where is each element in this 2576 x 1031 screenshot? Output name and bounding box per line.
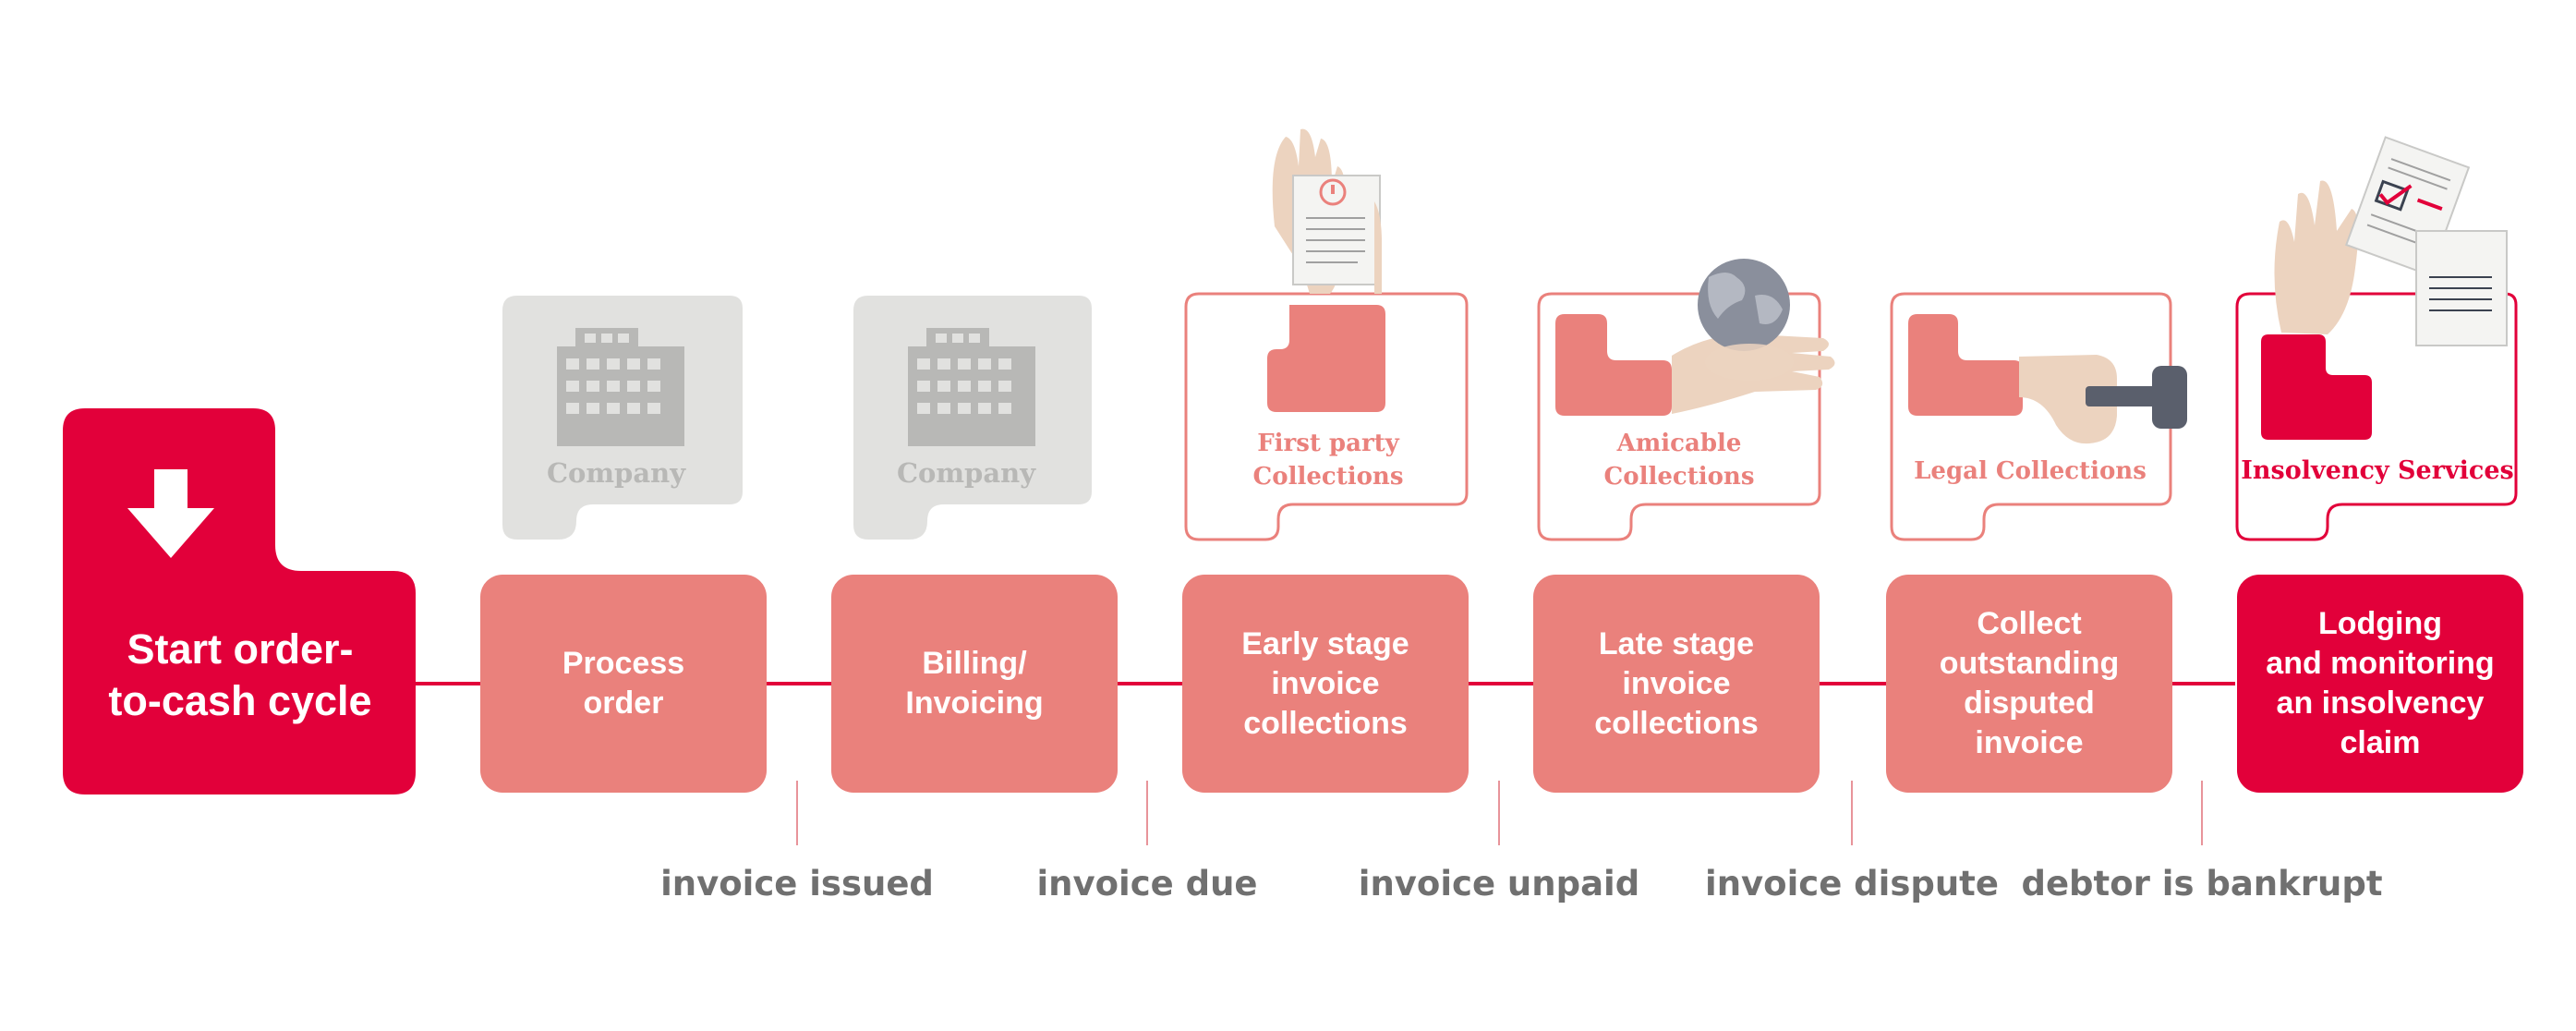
event-invoice-unpaid: invoice unpaid bbox=[1358, 864, 1640, 904]
start-block bbox=[63, 408, 416, 794]
company-label-1: Company bbox=[547, 457, 686, 489]
company-card-2 bbox=[853, 296, 1092, 540]
step-label: Early stage invoice collections bbox=[1241, 625, 1409, 741]
step-label: Process order bbox=[562, 646, 685, 721]
event-invoice-due: invoice due bbox=[1036, 864, 1258, 904]
service-card-insolvency bbox=[2235, 136, 2518, 541]
service-card-first-party bbox=[1184, 128, 1469, 541]
step-label: Billing/ Invoicing bbox=[905, 646, 1044, 721]
gavel-hand-icon bbox=[2019, 355, 2187, 444]
event-tick bbox=[1498, 781, 1500, 845]
company-label-2: Company bbox=[897, 457, 1036, 489]
hand-documents-icon bbox=[2274, 136, 2508, 346]
event-invoice-dispute: invoice dispute bbox=[1705, 864, 1999, 904]
service-block-4 bbox=[2261, 334, 2372, 440]
service-label-2-line2: Collections bbox=[1604, 463, 1755, 491]
service-block-3 bbox=[1908, 314, 2023, 416]
step-late-stage-collections: Late stage invoice collections bbox=[1533, 575, 1820, 793]
service-card-amicable bbox=[1537, 259, 1835, 541]
event-tick bbox=[2201, 781, 2203, 845]
service-card-legal bbox=[1890, 292, 2187, 541]
step-insolvency-claim: Lodging and monitoring an insolvency cla… bbox=[2237, 575, 2523, 793]
step-label: Lodging and monitoring an insolvency cla… bbox=[2266, 606, 2495, 760]
service-block-1 bbox=[1267, 305, 1385, 412]
service-label-1-line2: Collections bbox=[1253, 463, 1404, 491]
event-tick bbox=[1851, 781, 1853, 845]
company-card-1 bbox=[502, 296, 743, 540]
hand-document-icon bbox=[1272, 128, 1382, 294]
service-label-2-line1: Amicable bbox=[1616, 430, 1742, 457]
step-label: Collect outstanding disputed invoice bbox=[1939, 606, 2120, 760]
event-tick bbox=[1146, 781, 1148, 845]
event-debtor-bankrupt: debtor is bankrupt bbox=[2021, 864, 2383, 904]
step-process-order: Process order bbox=[480, 575, 767, 793]
step-early-stage-collections: Early stage invoice collections bbox=[1182, 575, 1469, 793]
service-block-2 bbox=[1555, 314, 1672, 416]
globe-hand-icon bbox=[1672, 259, 1835, 414]
step-label: Late stage invoice collections bbox=[1594, 625, 1759, 741]
service-label-4-line1: Insolvency Services bbox=[2241, 456, 2513, 485]
step-billing-invoicing: Billing/ Invoicing bbox=[831, 575, 1118, 793]
start-label: Start order- to-cash cycle bbox=[108, 625, 372, 724]
down-arrow-icon bbox=[127, 469, 214, 558]
service-label-3-line1: Legal Collections bbox=[1914, 457, 2147, 485]
event-invoice-issued: invoice issued bbox=[660, 864, 934, 904]
step-collect-disputed: Collect outstanding disputed invoice bbox=[1886, 575, 2172, 793]
event-tick bbox=[796, 781, 798, 845]
service-label-1-line1: First party bbox=[1257, 430, 1399, 457]
